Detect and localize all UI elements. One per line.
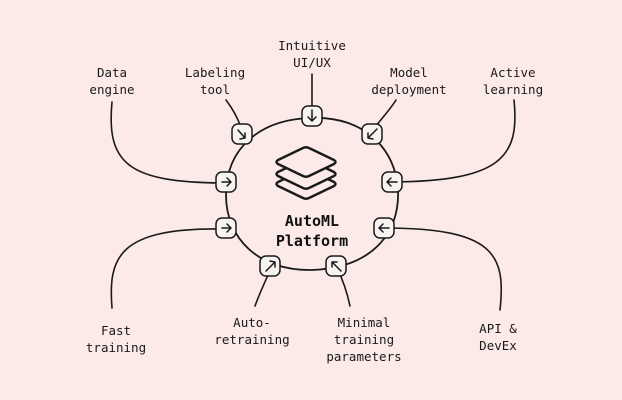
- platform-title: AutoML Platform: [275, 212, 349, 250]
- node-active-learning: [381, 171, 403, 193]
- label-model-deployment: Model deployment: [371, 65, 447, 97]
- label-data-engine: Data engine: [89, 65, 135, 97]
- node-model-deployment: [361, 123, 383, 145]
- node-api-devex: [373, 217, 395, 239]
- node-labeling-tool: [231, 123, 253, 145]
- node-intuitive-ui: [301, 105, 323, 127]
- label-auto-retraining: Auto- retraining: [214, 315, 290, 347]
- label-fast-training: Fast training: [85, 323, 147, 355]
- label-labeling-tool: Labeling tool: [184, 65, 246, 97]
- node-minimal-params: [325, 255, 347, 277]
- stacked-layers-icon: [275, 146, 337, 200]
- node-data-engine: [215, 171, 237, 193]
- label-minimal-params: Minimal training parameters: [326, 315, 402, 364]
- node-fast-training: [215, 217, 237, 239]
- connector-active-learning: [391, 99, 516, 183]
- label-intuitive-ui: Intuitive UI/UX: [278, 38, 346, 70]
- label-active-learning: Active learning: [482, 65, 544, 97]
- connector-api-devex: [383, 227, 503, 311]
- connector-data-engine: [110, 101, 223, 184]
- node-auto-retraining: [259, 255, 281, 277]
- label-api-devex: API & DevEx: [479, 321, 517, 353]
- connector-fast-training: [110, 228, 221, 309]
- platform-circle: [225, 117, 399, 271]
